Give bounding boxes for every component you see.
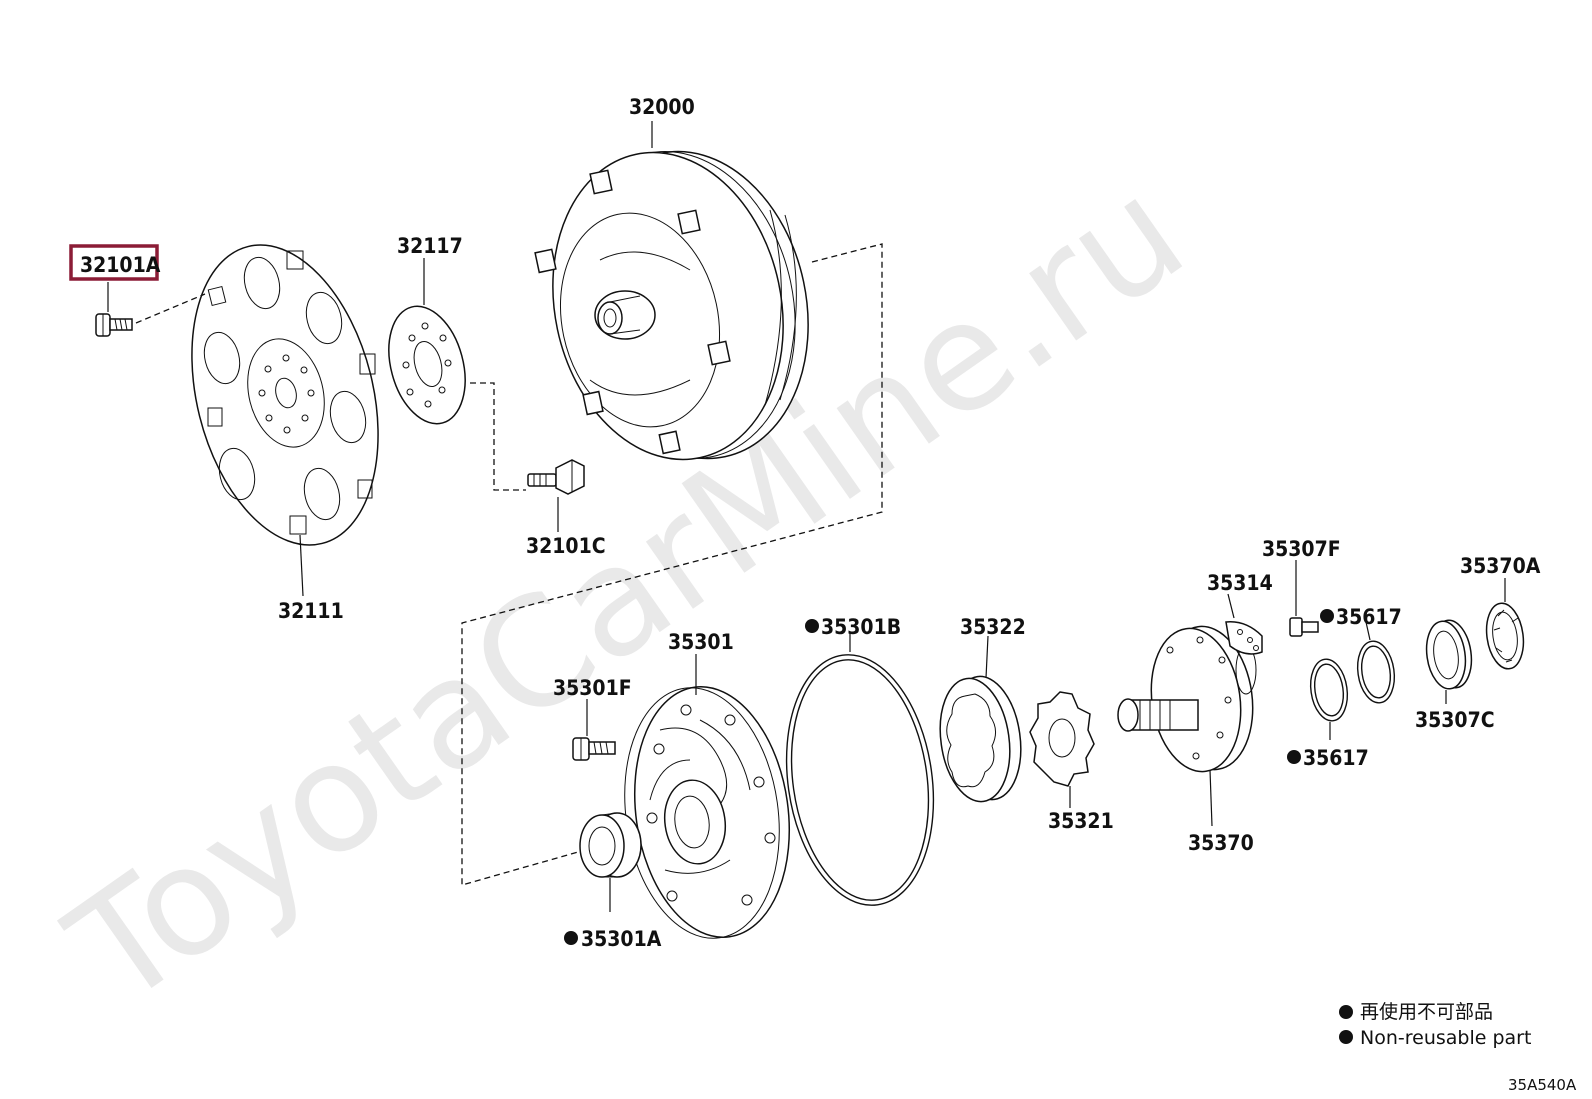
legend-text-en: Non-reusable part xyxy=(1360,1027,1531,1049)
spacer-32117[interactable] xyxy=(377,298,478,433)
label-35322[interactable]: 35322 xyxy=(960,615,1026,639)
flex-plate-32111[interactable] xyxy=(163,225,408,564)
label-32111[interactable]: 32111 xyxy=(278,599,344,623)
non-reusable-marker-35617a xyxy=(1320,609,1334,623)
non-reusable-marker-35301B xyxy=(805,619,819,633)
drive-gear-35321[interactable] xyxy=(1029,691,1095,787)
label-35301B[interactable]: 35301B xyxy=(821,615,901,639)
bolt-35307F[interactable] xyxy=(1289,617,1319,637)
diagram-code: 35A540A xyxy=(1508,1076,1577,1094)
seal-ring-35617-lower[interactable] xyxy=(1307,657,1351,723)
label-32000[interactable]: 32000 xyxy=(629,95,695,119)
label-32101A[interactable]: 32101A xyxy=(80,253,161,277)
stator-plate-35314[interactable] xyxy=(1225,621,1263,655)
label-35314[interactable]: 35314 xyxy=(1207,571,1273,595)
bolt-32101A[interactable] xyxy=(95,313,133,337)
label-35617-lower[interactable]: 35617 xyxy=(1303,746,1369,770)
label-32117[interactable]: 32117 xyxy=(397,234,463,258)
label-35370[interactable]: 35370 xyxy=(1188,831,1254,855)
driven-gear-35322[interactable] xyxy=(933,672,1029,806)
non-reusable-marker-35301A xyxy=(564,931,578,945)
label-32101C[interactable]: 32101C xyxy=(526,534,606,558)
torque-converter-32000[interactable] xyxy=(525,130,836,481)
label-35370A[interactable]: 35370A xyxy=(1460,554,1541,578)
label-35307F[interactable]: 35307F xyxy=(1262,537,1341,561)
legend-text-jp: 再使用不可部品 xyxy=(1360,1001,1493,1023)
stator-shaft-35370[interactable] xyxy=(1117,621,1262,778)
label-35301[interactable]: 35301 xyxy=(668,630,734,654)
oil-pump-body-35301[interactable] xyxy=(609,677,805,949)
bearing-35370A[interactable] xyxy=(1483,601,1528,671)
label-35301F[interactable]: 35301F xyxy=(553,676,632,700)
label-32101A-highlight xyxy=(69,244,159,281)
bolt-32101C[interactable] xyxy=(527,459,585,495)
label-35307C[interactable]: 35307C xyxy=(1415,708,1495,732)
label-35617-upper[interactable]: 35617 xyxy=(1336,605,1402,629)
legend-bullet-en xyxy=(1339,1030,1353,1044)
oil-seal-35301A[interactable] xyxy=(579,812,642,878)
legend: 再使用不可部品 Non-reusable part xyxy=(1339,1001,1531,1049)
legend-bullet-jp xyxy=(1339,1005,1353,1019)
o-ring-35301B[interactable] xyxy=(771,645,949,915)
non-reusable-marker-35617b xyxy=(1287,750,1301,764)
seal-ring-35617-upper[interactable] xyxy=(1354,639,1398,705)
label-35301A[interactable]: 35301A xyxy=(581,927,662,951)
thrust-washer-35307C[interactable] xyxy=(1422,618,1475,692)
bolt-35301F[interactable] xyxy=(572,737,616,761)
label-35321[interactable]: 35321 xyxy=(1048,809,1114,833)
